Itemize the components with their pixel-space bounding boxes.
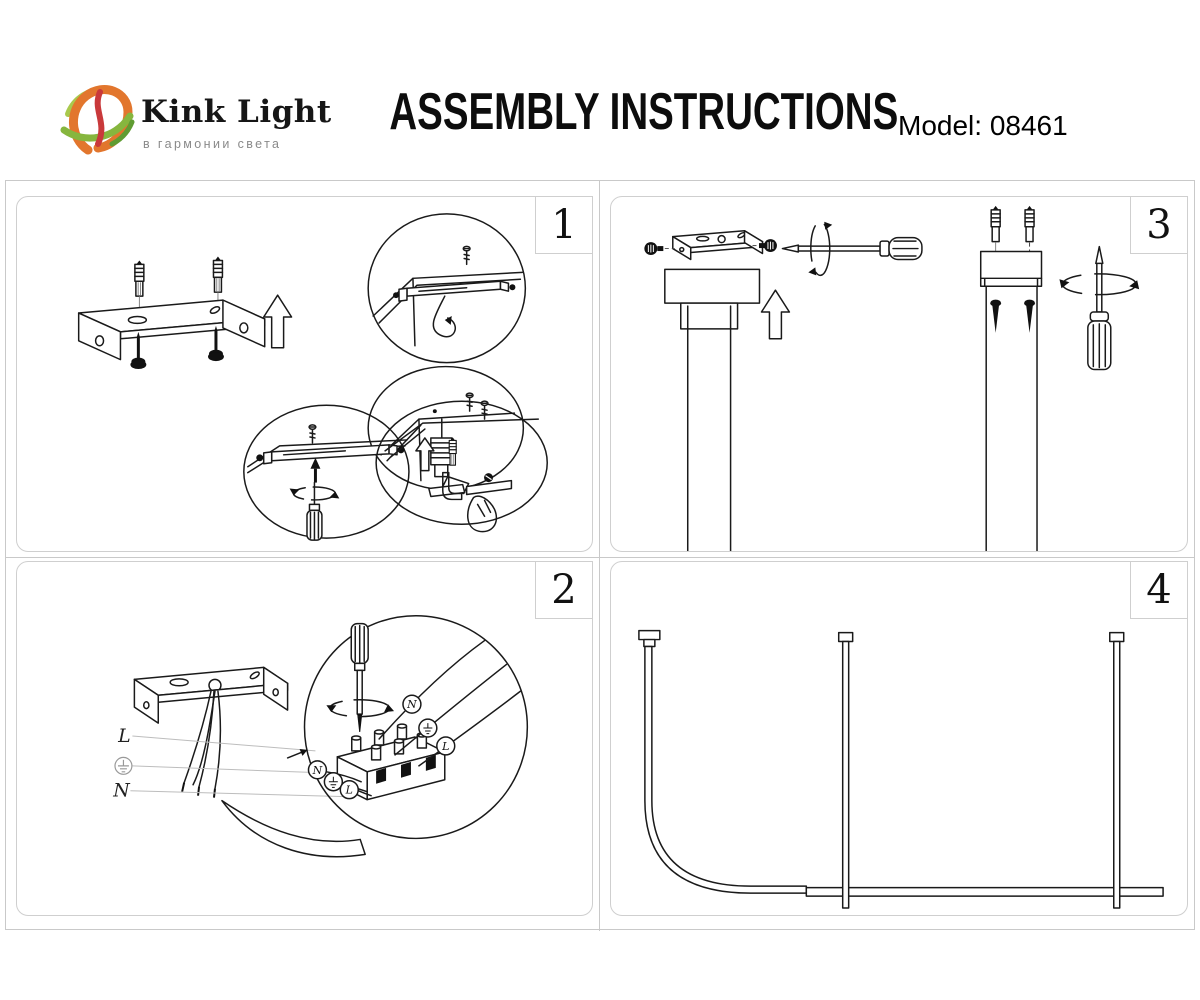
svg-text:L: L: [441, 740, 449, 753]
step-1-illustration: [77, 213, 548, 541]
panel-number: 4: [1130, 561, 1188, 619]
ceiling-canopy: [638, 629, 661, 641]
supply-wires: [181, 690, 222, 798]
suspension-rod: [1113, 640, 1121, 909]
detail-circle-anchor-hand: [375, 400, 548, 533]
horizontal-light-bar: [805, 886, 1164, 897]
step-3-cell: 3: [600, 181, 1194, 558]
up-arrow-icon: [760, 289, 791, 340]
assembled-fixture: [638, 629, 1164, 909]
neutral-wire-label: N: [112, 780, 131, 802]
step-3-panel: 3: [610, 196, 1188, 552]
screw-icon: [130, 325, 224, 370]
rod-connector-sleeve: [979, 250, 1043, 551]
panel-number: 1: [535, 196, 593, 254]
incoming-wires: [378, 639, 522, 767]
step-2-illustration: L N: [112, 614, 529, 858]
wire-tag-live: L: [436, 736, 456, 756]
step-2-cell: 2: [6, 558, 600, 931]
step-2-panel: 2: [16, 561, 593, 916]
zoom-swoosh-arrow: [221, 799, 366, 858]
side-thumb-screws: [644, 239, 777, 256]
screwdriver-icon: [781, 221, 923, 277]
step-1-cell: 1: [6, 181, 600, 558]
step-1-panel: 1: [16, 196, 593, 552]
mounting-bracket: [77, 299, 266, 361]
kink-light-logo-icon: [60, 85, 135, 155]
left-wire-tags: N L: [286, 748, 372, 800]
step-4-illustration: [638, 629, 1164, 909]
panel-number: 3: [1130, 196, 1188, 254]
screw-icon: [990, 299, 1036, 333]
detail-circle-bracket-mounted: [367, 213, 527, 364]
step-4-panel: 4: [610, 561, 1188, 916]
ceiling-mount: [837, 631, 854, 643]
step-4-cell: 4: [600, 558, 1194, 931]
screwdriver-icon: [326, 622, 395, 733]
panel-number: 2: [535, 561, 593, 619]
earth-ground-icon: [114, 756, 133, 775]
ceiling-mount: [1109, 631, 1125, 643]
svg-text:N: N: [312, 764, 323, 777]
wire-tag-neutral: N: [402, 694, 422, 714]
brand-name: Kink Light: [141, 94, 332, 130]
page-title: ASSEMBLY INSTRUCTIONS: [389, 83, 899, 141]
curved-rod: [644, 645, 808, 894]
model-label: Model: 08461: [898, 110, 1068, 141]
instruction-grid: 1: [5, 180, 1195, 931]
live-wire-label: L: [117, 725, 131, 747]
wire-leader-lines: [130, 735, 346, 798]
screwdriver-vertical-icon: [1059, 245, 1140, 371]
mounting-bracket: [672, 229, 764, 261]
canopy-and-rod: [664, 268, 761, 551]
wire-tag-earth: [418, 718, 438, 738]
svg-text:L: L: [345, 784, 353, 797]
mounting-bracket: [133, 666, 289, 724]
wiring-detail-circle: N L: [286, 614, 529, 840]
svg-text:N: N: [406, 698, 417, 711]
up-arrow-icon: [262, 294, 293, 349]
brand-tagline: в гармонии света: [143, 137, 282, 151]
detail-circle-screwdriver: [243, 404, 410, 541]
suspension-rod: [841, 640, 850, 909]
step-3-illustration: [644, 205, 1140, 551]
